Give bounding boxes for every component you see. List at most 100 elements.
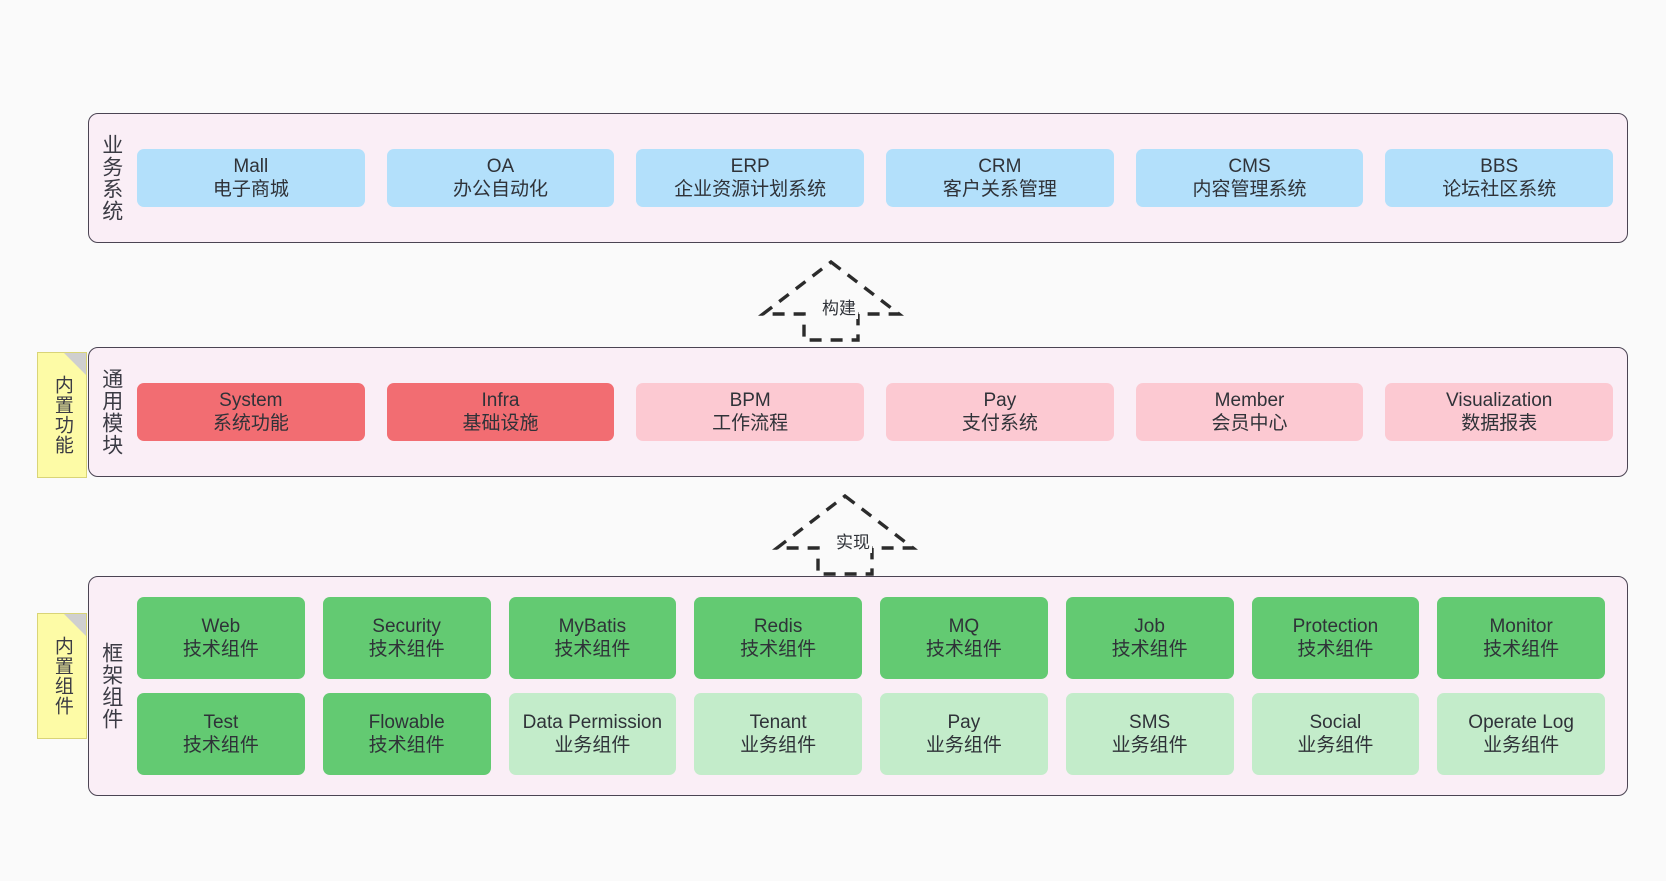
component-card-pay[interactable]: Pay 支付系统 xyxy=(886,382,1114,442)
card-subtitle: 内容管理系统 xyxy=(1192,179,1307,200)
card-title: Pay xyxy=(947,711,981,733)
component-card-social[interactable]: Social 业务组件 xyxy=(1251,693,1420,775)
component-card-security[interactable]: Security 技术组件 xyxy=(322,597,491,679)
connector-implement xyxy=(771,492,919,578)
component-card-pay[interactable]: Pay 业务组件 xyxy=(880,693,1048,775)
card-title: MyBatis xyxy=(558,615,627,637)
component-card-tenant[interactable]: Tenant 业务组件 xyxy=(694,693,862,775)
card-subtitle: 企业资源计划系统 xyxy=(674,179,827,200)
component-card-sms[interactable]: SMS 业务组件 xyxy=(1065,693,1234,775)
note-fold-corner-icon xyxy=(64,353,86,375)
card-subtitle: 数据报表 xyxy=(1461,413,1538,434)
card-subtitle: 技术组件 xyxy=(925,639,1002,660)
card-subtitle: 业务组件 xyxy=(925,735,1002,756)
card-title: CMS xyxy=(1228,155,1271,177)
connector-label-implement: 实现 xyxy=(834,528,872,553)
card-subtitle: 业务组件 xyxy=(1483,735,1560,756)
layer-framework-component[interactable]: 框架组件 Web 技术组件 Security 技术组件 MyBatis 技术组件… xyxy=(88,576,1628,796)
card-subtitle: 业务组件 xyxy=(1111,735,1188,756)
card-title: Pay xyxy=(983,389,1017,411)
card-subtitle: 技术组件 xyxy=(1111,639,1188,660)
layer-label-common-module: 通用模块 xyxy=(99,368,123,456)
note-builtin-component[interactable]: 内置组件 xyxy=(37,613,87,739)
card-subtitle: 客户关系管理 xyxy=(942,179,1057,200)
card-subtitle: 电子商城 xyxy=(212,179,289,200)
component-card-protection[interactable]: Protection 技术组件 xyxy=(1251,597,1420,679)
card-title: Test xyxy=(203,711,239,733)
component-row: Web 技术组件 Security 技术组件 MyBatis 技术组件 Redi… xyxy=(137,597,1605,679)
card-subtitle: 技术组件 xyxy=(182,735,259,756)
component-row: Test 技术组件 Flowable 技术组件 Data Permission … xyxy=(137,693,1605,775)
card-title: Protection xyxy=(1292,615,1379,637)
component-card-infra[interactable]: Infra 基础设施 xyxy=(386,382,615,442)
component-card-erp[interactable]: ERP 企业资源计划系统 xyxy=(636,148,865,208)
component-card-flowable[interactable]: Flowable 技术组件 xyxy=(322,693,491,775)
component-card-mall[interactable]: Mall 电子商城 xyxy=(137,148,365,208)
card-title: MQ xyxy=(948,615,980,637)
component-card-redis[interactable]: Redis 技术组件 xyxy=(694,597,862,679)
note-builtin-function[interactable]: 内置功能 xyxy=(37,352,87,478)
component-card-oa[interactable]: OA 办公自动化 xyxy=(386,148,615,208)
component-card-crm[interactable]: CRM 客户关系管理 xyxy=(886,148,1114,208)
card-title: System xyxy=(219,389,283,411)
dashed-hollow-arrow-shape xyxy=(771,493,919,576)
card-subtitle: 业务组件 xyxy=(740,735,817,756)
card-title: Infra xyxy=(481,389,520,411)
card-subtitle: 会员中心 xyxy=(1211,413,1288,434)
connector-build xyxy=(757,258,905,344)
note-label: 内置功能 xyxy=(51,375,73,455)
card-title: Visualization xyxy=(1446,389,1553,411)
component-card-job[interactable]: Job 技术组件 xyxy=(1065,597,1234,679)
component-card-cms[interactable]: CMS 内容管理系统 xyxy=(1135,148,1364,208)
component-row: Mall 电子商城 OA 办公自动化 ERP 企业资源计划系统 CRM 客户关系… xyxy=(137,148,1614,208)
component-card-web[interactable]: Web 技术组件 xyxy=(137,597,305,679)
card-title: Redis xyxy=(753,615,803,637)
component-card-visualization[interactable]: Visualization 数据报表 xyxy=(1385,382,1614,442)
card-title: Mall xyxy=(233,155,269,177)
card-subtitle: 业务组件 xyxy=(554,735,631,756)
card-title: Security xyxy=(372,615,441,637)
card-title: BPM xyxy=(729,389,771,411)
card-subtitle: 技术组件 xyxy=(554,639,631,660)
card-subtitle: 技术组件 xyxy=(368,735,445,756)
component-card-system[interactable]: System 系统功能 xyxy=(137,382,365,442)
card-subtitle: 系统功能 xyxy=(212,413,289,434)
connector-label-build: 构建 xyxy=(820,294,858,319)
card-subtitle: 技术组件 xyxy=(182,639,259,660)
card-subtitle: 技术组件 xyxy=(1297,639,1374,660)
layer-body-common-module: System 系统功能 Infra 基础设施 BPM 工作流程 Pay 支付系统… xyxy=(133,348,1627,476)
card-subtitle: 工作流程 xyxy=(712,413,789,434)
component-card-bbs[interactable]: BBS 论坛社区系统 xyxy=(1385,148,1614,208)
card-title: OA xyxy=(486,155,515,177)
note-fold-corner-icon xyxy=(64,614,86,636)
card-title: CRM xyxy=(978,155,1022,177)
component-card-data-permission[interactable]: Data Permission 业务组件 xyxy=(508,693,677,775)
card-title: Member xyxy=(1214,389,1285,411)
component-card-operate-log[interactable]: Operate Log 业务组件 xyxy=(1437,693,1605,775)
component-card-mq[interactable]: MQ 技术组件 xyxy=(880,597,1048,679)
card-title: Web xyxy=(201,615,241,637)
component-card-mybatis[interactable]: MyBatis 技术组件 xyxy=(508,597,677,679)
component-card-member[interactable]: Member 会员中心 xyxy=(1135,382,1364,442)
component-row: System 系统功能 Infra 基础设施 BPM 工作流程 Pay 支付系统… xyxy=(137,382,1614,442)
component-card-test[interactable]: Test 技术组件 xyxy=(137,693,305,775)
card-subtitle: 支付系统 xyxy=(961,413,1038,434)
layer-label-business-system: 业务系统 xyxy=(99,134,123,222)
card-title: Flowable xyxy=(368,711,445,733)
card-title: Data Permission xyxy=(522,711,663,733)
card-title: Monitor xyxy=(1489,615,1553,637)
card-subtitle: 技术组件 xyxy=(1483,639,1560,660)
note-label: 内置组件 xyxy=(51,636,73,716)
card-subtitle: 论坛社区系统 xyxy=(1442,179,1557,200)
component-card-monitor[interactable]: Monitor 技术组件 xyxy=(1437,597,1605,679)
card-subtitle: 基础设施 xyxy=(462,413,539,434)
card-subtitle: 技术组件 xyxy=(368,639,445,660)
layer-label-framework-component: 框架组件 xyxy=(99,642,123,730)
layer-business-system[interactable]: 业务系统 Mall 电子商城 OA 办公自动化 ERP 企业资源计划系统 CRM… xyxy=(88,113,1628,243)
layer-body-business-system: Mall 电子商城 OA 办公自动化 ERP 企业资源计划系统 CRM 客户关系… xyxy=(133,114,1627,242)
card-title: Social xyxy=(1309,711,1362,733)
card-subtitle: 业务组件 xyxy=(1297,735,1374,756)
component-card-bpm[interactable]: BPM 工作流程 xyxy=(636,382,865,442)
layer-common-module[interactable]: 通用模块 System 系统功能 Infra 基础设施 BPM 工作流程 Pay… xyxy=(88,347,1628,477)
